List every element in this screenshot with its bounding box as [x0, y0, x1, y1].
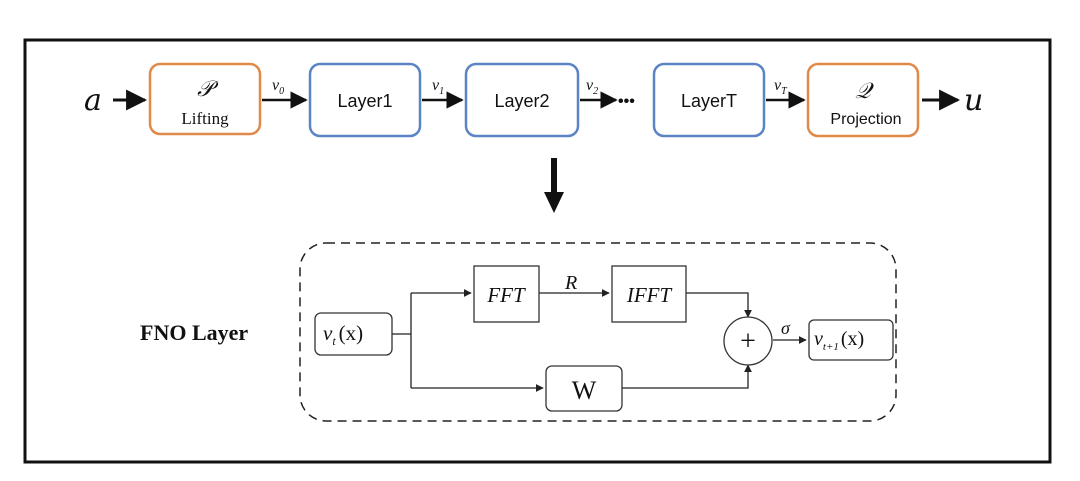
output-symbol: u	[964, 83, 983, 118]
w-box: W	[545, 365, 623, 412]
layer2-label: Layer2	[494, 91, 549, 111]
sum-node: +	[723, 316, 773, 366]
fno-layer-container	[299, 242, 897, 422]
projection-symbol: 𝒬	[855, 79, 874, 104]
ifft-box: IFFT	[611, 265, 687, 323]
outer-frame	[23, 38, 1052, 464]
output-vt1-box: vt+1(x)	[808, 319, 894, 361]
fft-box: FFT	[473, 265, 540, 323]
layerT-box: LayerT	[652, 62, 766, 138]
r-label: R	[564, 272, 577, 294]
lifting-box: 𝒫 Lifting	[148, 62, 262, 136]
projection-box: 𝒬 Projection	[806, 62, 920, 138]
projection-label: Projection	[830, 111, 901, 128]
label-vT: vT	[774, 77, 788, 97]
label-v2: v2	[586, 77, 598, 97]
sigma-label: σ	[781, 318, 791, 338]
ifft-label: IFFT	[626, 283, 673, 307]
fft-label: FFT	[486, 283, 526, 307]
ellipsis-dots: •••	[618, 93, 635, 110]
lifting-label: Lifting	[181, 109, 229, 128]
layer2-box: Layer2	[464, 62, 580, 138]
fno-connectors	[392, 289, 807, 392]
down-arrow	[544, 158, 564, 213]
layer1-label: Layer1	[337, 91, 392, 111]
output-vt1-label: vt+1(x)	[814, 328, 864, 353]
label-v1: v1	[432, 77, 444, 97]
w-label: W	[572, 376, 597, 405]
input-vt-label: vt(x)	[323, 321, 363, 348]
input-symbol: a	[84, 83, 102, 118]
layer1-box: Layer1	[308, 62, 422, 138]
input-vt-box: vt(x)	[314, 312, 393, 356]
plus-sign: +	[740, 326, 756, 357]
layerT-label: LayerT	[681, 91, 737, 111]
label-v0: v0	[272, 77, 284, 97]
fno-layer-title: FNO Layer	[140, 320, 248, 345]
